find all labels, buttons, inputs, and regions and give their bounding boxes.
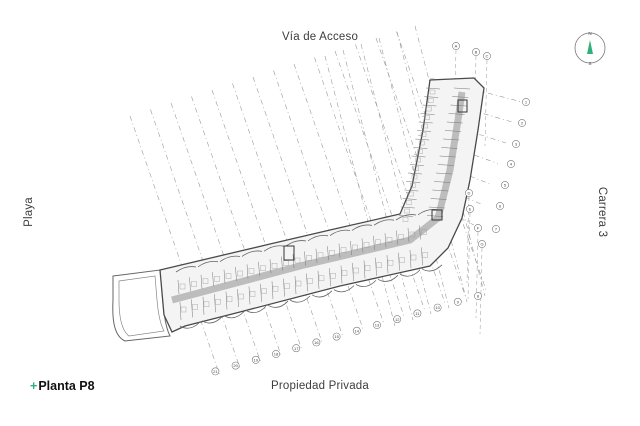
grid-marker-number: 2 bbox=[518, 119, 526, 127]
grid-line bbox=[475, 231, 479, 319]
grid-line bbox=[211, 89, 303, 351]
compass-icon: N S bbox=[574, 31, 606, 66]
plus-icon: + bbox=[30, 379, 38, 393]
svg-text:F: F bbox=[477, 226, 480, 231]
svg-text:19: 19 bbox=[254, 357, 259, 362]
grid-line bbox=[232, 83, 323, 344]
grid-line bbox=[396, 31, 487, 292]
svg-text:2: 2 bbox=[521, 121, 524, 126]
elevator-core bbox=[283, 245, 295, 261]
svg-text:3: 3 bbox=[515, 142, 518, 147]
grid-marker-number: 13 bbox=[373, 321, 381, 329]
grid-marker-letter: C bbox=[483, 52, 491, 60]
svg-text:G: G bbox=[480, 242, 483, 247]
grid-line bbox=[252, 76, 344, 338]
grid-line bbox=[375, 37, 467, 299]
grid-marker-number: 15 bbox=[332, 332, 341, 341]
grid-marker-number: 9 bbox=[453, 297, 462, 306]
compass-south-label: S bbox=[588, 61, 591, 66]
elevator-core bbox=[457, 99, 468, 113]
svg-text:8: 8 bbox=[477, 294, 480, 299]
grid-line bbox=[293, 63, 385, 325]
svg-text:A: A bbox=[455, 44, 458, 49]
unit-partitions bbox=[175, 87, 471, 329]
grid-marker-number: 6 bbox=[496, 202, 504, 210]
svg-text:10: 10 bbox=[435, 305, 440, 310]
svg-text:12: 12 bbox=[395, 317, 400, 322]
grid-marker-number: 14 bbox=[352, 326, 361, 335]
stair-core bbox=[431, 209, 443, 221]
svg-text:18: 18 bbox=[274, 352, 279, 357]
svg-text:C: C bbox=[486, 54, 489, 59]
svg-text:11: 11 bbox=[415, 311, 420, 316]
svg-text:5: 5 bbox=[504, 183, 507, 188]
bottom-property-label: Propiedad Privada bbox=[270, 380, 370, 392]
grid-line bbox=[129, 115, 221, 377]
svg-text:D: D bbox=[468, 191, 471, 196]
grid-line bbox=[170, 102, 262, 364]
grid-marker-number: 20 bbox=[231, 361, 240, 370]
grid-marker-number: 3 bbox=[512, 140, 520, 148]
plan-title-text: Planta P8 bbox=[38, 379, 95, 393]
plan-title: +Planta P8 bbox=[30, 379, 95, 393]
grid-marker-number: 21 bbox=[211, 367, 220, 376]
grid-marker-letter: F bbox=[474, 224, 482, 232]
svg-text:13: 13 bbox=[375, 323, 380, 328]
grid-marker-number: 8 bbox=[474, 292, 482, 300]
grid-marker-number: 18 bbox=[272, 350, 280, 358]
grid-marker-number: 1 bbox=[522, 98, 530, 106]
svg-text:E: E bbox=[469, 207, 472, 212]
svg-text:9: 9 bbox=[457, 299, 460, 304]
grid-line bbox=[484, 59, 488, 147]
corridor bbox=[171, 91, 466, 304]
top-street-label: Vía de Acceso bbox=[281, 31, 359, 43]
svg-text:17: 17 bbox=[294, 346, 299, 351]
svg-text:1: 1 bbox=[525, 100, 528, 105]
grid-marker-number: 19 bbox=[251, 355, 260, 364]
grid-marker-number: 17 bbox=[292, 344, 301, 353]
grid-line bbox=[191, 96, 282, 357]
svg-text:20: 20 bbox=[233, 363, 238, 368]
svg-text:B: B bbox=[475, 50, 478, 55]
grid-marker-letter: B bbox=[472, 48, 480, 56]
svg-text:4: 4 bbox=[510, 162, 513, 167]
building-slab bbox=[159, 77, 485, 333]
grid-line bbox=[479, 247, 483, 335]
svg-text:7: 7 bbox=[495, 227, 498, 232]
right-street-label: Carrera 3 bbox=[596, 186, 609, 238]
grid-marker-letter: D bbox=[465, 189, 473, 197]
svg-text:21: 21 bbox=[213, 369, 218, 374]
grid-marker-number: 7 bbox=[492, 225, 500, 233]
grid-marker-number: 10 bbox=[433, 303, 442, 312]
grid-marker-number: 16 bbox=[312, 338, 321, 347]
svg-text:6: 6 bbox=[499, 204, 502, 209]
grid-marker-letter: A bbox=[452, 42, 460, 50]
left-beach-label: Playa bbox=[22, 197, 35, 227]
grid-marker-number: 4 bbox=[507, 160, 515, 168]
grid-marker-number: 12 bbox=[393, 315, 402, 324]
grid-line bbox=[396, 31, 468, 303]
svg-text:16: 16 bbox=[314, 340, 319, 345]
grid-marker-letter: E bbox=[466, 205, 474, 213]
building-outline bbox=[112, 77, 485, 342]
compass-north-label: N bbox=[588, 31, 591, 36]
grid-line bbox=[378, 37, 450, 309]
grid-line bbox=[414, 25, 486, 297]
grid-marker-number: 11 bbox=[413, 309, 422, 318]
grid-line bbox=[273, 70, 364, 331]
svg-text:15: 15 bbox=[334, 334, 339, 339]
svg-text:14: 14 bbox=[355, 328, 360, 333]
grid-marker-letter: G bbox=[478, 240, 486, 248]
grid-marker-number: 5 bbox=[501, 181, 509, 189]
grid-line bbox=[467, 212, 471, 300]
grid-line bbox=[150, 109, 241, 370]
